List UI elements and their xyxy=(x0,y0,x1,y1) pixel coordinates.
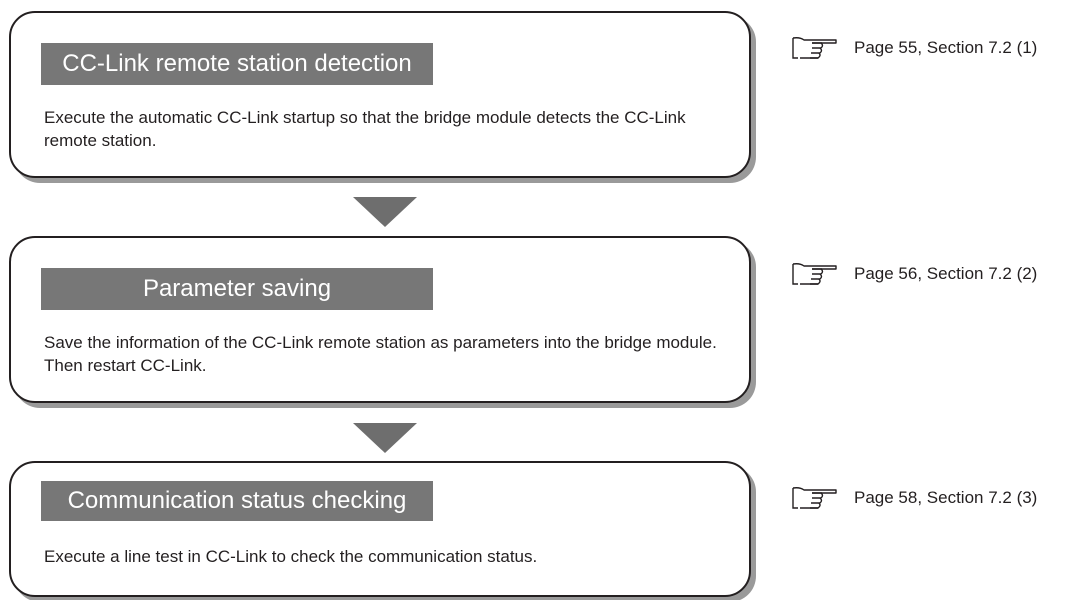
step-title: CC-Link remote station detection xyxy=(41,43,433,85)
step-title: Communication status checking xyxy=(41,481,433,521)
step-box-parameter-saving: Parameter saving Save the information of… xyxy=(9,236,751,403)
step-box-detection: CC-Link remote station detection Execute… xyxy=(9,11,751,178)
step-title: Parameter saving xyxy=(41,268,433,310)
step-description: Execute the automatic CC-Link startup so… xyxy=(44,108,686,150)
reference-text: Page 55, Section 7.2 (1) xyxy=(854,38,1038,57)
step-description: Execute a line test in CC-Link to check … xyxy=(44,547,538,566)
flow-arrow-icon xyxy=(353,197,417,227)
step-box-communication-check: Communication status checking Execute a … xyxy=(9,461,751,597)
reference-link[interactable]: Page 58, Section 7.2 (3) xyxy=(790,484,1037,512)
pointing-hand-icon xyxy=(790,485,840,511)
reference-text: Page 58, Section 7.2 (3) xyxy=(854,488,1038,507)
pointing-hand-icon xyxy=(790,261,840,287)
pointing-hand-icon xyxy=(790,35,840,61)
reference-text: Page 56, Section 7.2 (2) xyxy=(854,264,1038,283)
step-description: Save the information of the CC-Link remo… xyxy=(44,333,717,375)
reference-link[interactable]: Page 56, Section 7.2 (2) xyxy=(790,260,1037,288)
reference-link[interactable]: Page 55, Section 7.2 (1) xyxy=(790,34,1037,62)
flow-arrow-icon xyxy=(353,423,417,453)
